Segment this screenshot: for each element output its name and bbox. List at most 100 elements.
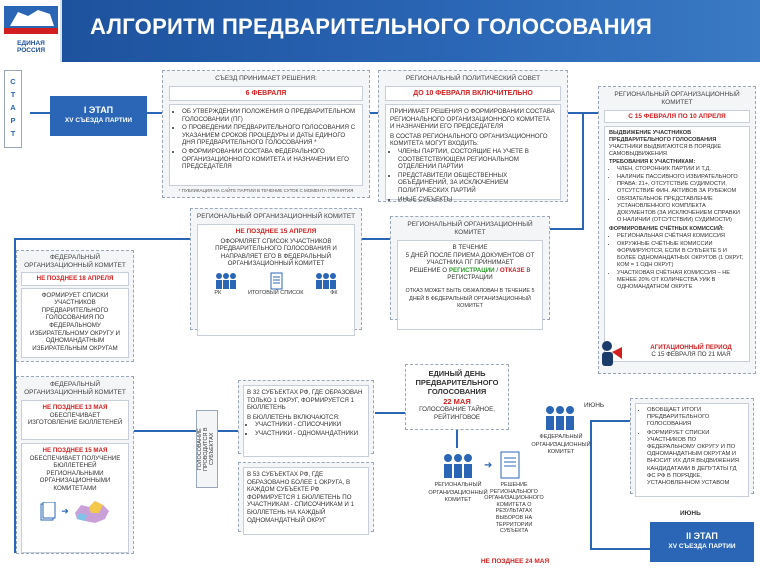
icon-label: ИТОГОВЫЙ СПИСОК: [247, 289, 304, 296]
congress-item: ОБ УТВЕРЖДЕНИИ ПОЛОЖЕНИЯ О ПРЕДВАРИТЕЛЬН…: [182, 108, 358, 123]
header-banner: [0, 0, 760, 62]
connector-line: [147, 112, 162, 114]
voting-day-title: ЕДИНЫЙ ДЕНЬ ПРЕДВАРИТЕЛЬНОГО ГОЛОСОВАНИЯ: [415, 369, 499, 396]
arrow-right-icon: ➜: [484, 460, 493, 471]
list-committee-header: РЕГИОНАЛЬНЫЙ ОРГАНИЗАЦИОННЫЙ КОМИТЕТ: [196, 213, 356, 220]
decision-header: РЕГИОНАЛЬНЫЙ ОРГАНИЗАЦИОННЫЙ КОМИТЕТ: [407, 221, 533, 236]
list-date: НЕ ПОЗДНЕЕ 15 АПРЕЛЯ: [235, 228, 317, 235]
bear-logo-icon: [4, 6, 58, 34]
congress-box: СЪЕЗД ПРИНИМАЕТ РЕШЕНИЯ: 6 ФЕВРАЛЯ ОБ УТ…: [162, 70, 370, 198]
congress-date: 6 ФЕВРАЛЯ: [245, 90, 287, 97]
people-group-icon: [316, 272, 336, 289]
ballots-text2: ОБЕСПЕЧИВАЕТ ПОЛУЧЕНИЕ БЮЛЛЕТЕНЕЙ РЕГИОН…: [29, 454, 121, 492]
start-label: С Т А Р Т: [4, 70, 22, 148]
start-letter: Т: [10, 129, 16, 138]
ballots-header: ФЕДЕРАЛЬНЫЙ ОРГАНИЗАЦИОННЫЙ КОМИТЕТ: [24, 381, 126, 396]
decision-separator: /: [494, 266, 500, 274]
document-list-icon: [270, 272, 283, 290]
council-text: В СОСТАВ РЕГИОНАЛЬНОГО ОРГАНИЗАЦИОННОГО …: [390, 132, 548, 148]
ballots-date1: НЕ ПОЗДНЕЕ 13 МАЯ: [42, 404, 108, 411]
council-text: ПРИНИМАЕТ РЕШЕНИЯ О ФОРМИРОВАНИИ СОСТАВА…: [390, 108, 555, 131]
nomination-text: УЧАСТНИКИ ВЫДВИГАЮТСЯ В ПОРЯДКЕ САМОВЫДВ…: [609, 144, 722, 157]
council-item: ЧЛЕНЫ ПАРТИИ, СОСТОЯЩИЕ НА УЧЕТЕ В СООТВ…: [398, 148, 556, 171]
voting-label: ГОЛОСОВАНИЕ ПРОВОДИТСЯ В СУБЪЕКТАХ: [197, 427, 215, 471]
congress-note: * ПУБЛИКАЦИЯ НА САЙТЕ ПАРТИИ В ТЕЧЕНИЕ С…: [178, 188, 354, 193]
decision-text: РЕШЕНИЕ О: [409, 266, 448, 274]
connector-line: [218, 430, 238, 432]
subjects-32-box: В 32 СУБЪЕКТАХ РФ, ГДЕ ОБРАЗОВАН ТОЛЬКО …: [238, 380, 374, 457]
congress-header: СЪЕЗД ПРИНИМАЕТ РЕШЕНИЯ:: [215, 75, 317, 82]
regional-committee-label: РЕГИОНАЛЬНЫЙ ОРГАНИЗАЦИОННЫЙ КОМИТЕТ: [428, 482, 488, 504]
party-logo: [0, 0, 62, 62]
results-date: НЕ ПОЗДНЕЕ 24 МАЯ: [480, 558, 550, 565]
council-item: ИНЫЕ СУБЪЕКТЫ: [398, 196, 556, 204]
connector-line: [14, 238, 190, 240]
connector-line: [590, 420, 592, 550]
voting-day-text: ГОЛОСОВАНИЕ ТАЙНОЕ, РЕЙТИНГОВОЕ: [419, 406, 495, 421]
nomination-title: ВЫДВИЖЕНИЕ УЧАСТНИКОВ ПРЕДВАРИТЕЛЬНОГО Г…: [609, 130, 717, 143]
regional-committee-right-box: РЕГИОНАЛЬНЫЙ ОРГАНИЗАЦИОННЫЙ КОМИТЕТ С 1…: [598, 86, 756, 374]
people-group-icon: [546, 406, 574, 430]
icon-label: РК: [214, 289, 222, 296]
regional-council-box: РЕГИОНАЛЬНЫЙ ПОЛИТИЧЕСКИЙ СОВЕТ ДО 10 ФЕ…: [378, 70, 568, 204]
stage1-title: I ЭТАП: [83, 105, 114, 115]
connector-line: [130, 430, 196, 432]
connector-line: [14, 238, 16, 553]
voting-day-date: 22 МАЯ: [443, 397, 471, 406]
stage1-box: I ЭТАП XV СЪЕЗДА ПАРТИИ: [50, 96, 147, 136]
connector-line: [550, 228, 584, 230]
reg-committee-list-box: РЕГИОНАЛЬНЫЙ ОРГАНИЗАЦИОННЫЙ КОМИТЕТ НЕ …: [190, 208, 362, 336]
logo-text: ЕДИНАЯ РОССИЯ: [2, 40, 60, 54]
council-date: ДО 10 ФЕВРАЛЯ ВКЛЮЧИТЕЛЬНО: [413, 90, 533, 97]
registration-label: РЕГИСТРАЦИИ: [448, 266, 495, 274]
connector-line: [362, 238, 390, 240]
counting-item: ОКРУЖНЫЕ СЧЁТНЫЕ КОМИССИИ ФОРМИРУЮТСЯ, Е…: [617, 241, 745, 269]
requirement-item: НАЛИЧИЕ ПАССИВНОГО ИЗБИРАТЕЛЬНОГО ПРАВА:…: [617, 174, 745, 195]
summary-box: ОБОБЩАЕТ ИТОГИ ПРЕДВАРИТЕЛЬНОГО ГОЛОСОВА…: [630, 398, 754, 497]
committee-header: РЕГИОНАЛЬНЫЙ ОРГАНИЗАЦИОННЫЙ КОМИТЕТ: [614, 91, 740, 106]
summary-item: ФОРМИРУЕТ СПИСКИ УЧАСТНИКОВ ПО ФЕДЕРАЛЬН…: [647, 430, 745, 488]
congress-item: О ФОРМИРОВАНИИ СОСТАВА ФЕДЕРАЛЬНОГО ОРГА…: [182, 148, 358, 171]
start-letter: С: [10, 77, 16, 86]
subjects32-item: УЧАСТНИКИ - ОДНОМАНДАТНИКИ: [255, 430, 365, 438]
decision-text: 5 ДНЕЙ ПОСЛЕ ПРИЕМА ДОКУМЕНТОВ ОТ УЧАСТН…: [405, 251, 535, 267]
stage2-subtitle: XV СЪЕЗДА ПАРТИИ: [668, 543, 736, 550]
subjects32-text: В БЮЛЛЕТЕНЬ ВКЛЮЧАЮТСЯ:: [247, 413, 340, 421]
logo-line1: ЕДИНАЯ: [17, 40, 45, 47]
arrow-right-icon: ➜: [61, 505, 69, 516]
page-title: АЛГОРИТМ ПРЕДВАРИТЕЛЬНОГО ГОЛОСОВАНИЯ: [90, 14, 653, 39]
start-letter: А: [10, 103, 16, 112]
decision-text: В ТЕЧЕНИЕ: [452, 244, 488, 251]
connector-line: [582, 112, 584, 230]
stage1-subtitle: XV СЪЕЗДА ПАРТИИ: [64, 117, 133, 124]
council-header: РЕГИОНАЛЬНЫЙ ПОЛИТИЧЕСКИЙ СОВЕТ: [405, 75, 541, 82]
committee-date: С 15 ФЕВРАЛЯ ПО 10 АПРЕЛЯ: [628, 113, 726, 120]
megaphone-icon: [598, 338, 624, 368]
icon-label: ФК: [330, 289, 338, 296]
voting-label-box: ГОЛОСОВАНИЕ ПРОВОДИТСЯ В СУБЪЕКТАХ: [196, 410, 218, 488]
connector-line: [375, 412, 405, 414]
fed-committee-ballots-box: ФЕДЕРАЛЬНЫЙ ОРГАНИЗАЦИОННЫЙ КОМИТЕТ НЕ П…: [16, 376, 134, 554]
subjects53-text: В 53 СУБЪЕКТАХ РФ, ГДЕ ОБРАЗОВАНО БОЛЕЕ …: [243, 467, 369, 535]
agitation-dates: С 15 ФЕВРАЛЯ ПО 21 МАЯ: [651, 351, 731, 358]
people-group-icon: [216, 272, 236, 289]
reg-committee-decision-box: РЕГИОНАЛЬНЫЙ ОРГАНИЗАЦИОННЫЙ КОМИТЕТ В Т…: [390, 216, 550, 330]
logo-line2: РОССИЯ: [16, 47, 46, 54]
connector-line: [590, 420, 630, 422]
connector-line: [30, 112, 50, 114]
ballots-text1: ОБЕСПЕЧИВАЕТ ИЗГОТОВЛЕНИЕ БЮЛЛЕТЕНЕЙ: [27, 411, 123, 427]
ballot-stack-icon: [40, 501, 56, 521]
refusal-label: ОТКАЗЕ: [499, 266, 525, 274]
federal-committee-label: ФЕДЕРАЛЬНЫЙ ОРГАНИЗАЦИОННЫЙ КОМИТЕТ: [531, 434, 591, 456]
subjects32-item: УЧАСТНИКИ - СПИСОЧНИКИ: [255, 421, 365, 429]
fed-text: ФОРМИРУЕТ СПИСКИ УЧАСТНИКОВ ПРЕДВАРИТЕЛЬ…: [21, 287, 129, 358]
congress-item: О ПРОВЕДЕНИИ ПРЕДВАРИТЕЛЬНОГО ГОЛОСОВАНИ…: [182, 124, 358, 147]
document-icon: [500, 451, 520, 479]
fed-header: ФЕДЕРАЛЬНЫЙ ОРГАНИЗАЦИОННЫЙ КОМИТЕТ: [24, 254, 126, 269]
counting-item: УЧАСТКОВАЯ СЧЁТНАЯ КОМИССИЯ – НЕ МЕНЕЕ 2…: [617, 270, 745, 291]
start-letter: Р: [10, 116, 16, 125]
start-letter: Т: [10, 90, 16, 99]
subjects32-text: В 32 СУБЪЕКТАХ РФ, ГДЕ ОБРАЗОВАН ТОЛЬКО …: [247, 389, 363, 412]
subjects-53-box: В 53 СУБЪЕКТАХ РФ, ГДЕ ОБРАЗОВАНО БОЛЕЕ …: [238, 462, 374, 535]
agitation-period: АГИТАЦИОННЫЙ ПЕРИОД С 15 ФЕВРАЛЯ ПО 21 М…: [628, 344, 754, 358]
